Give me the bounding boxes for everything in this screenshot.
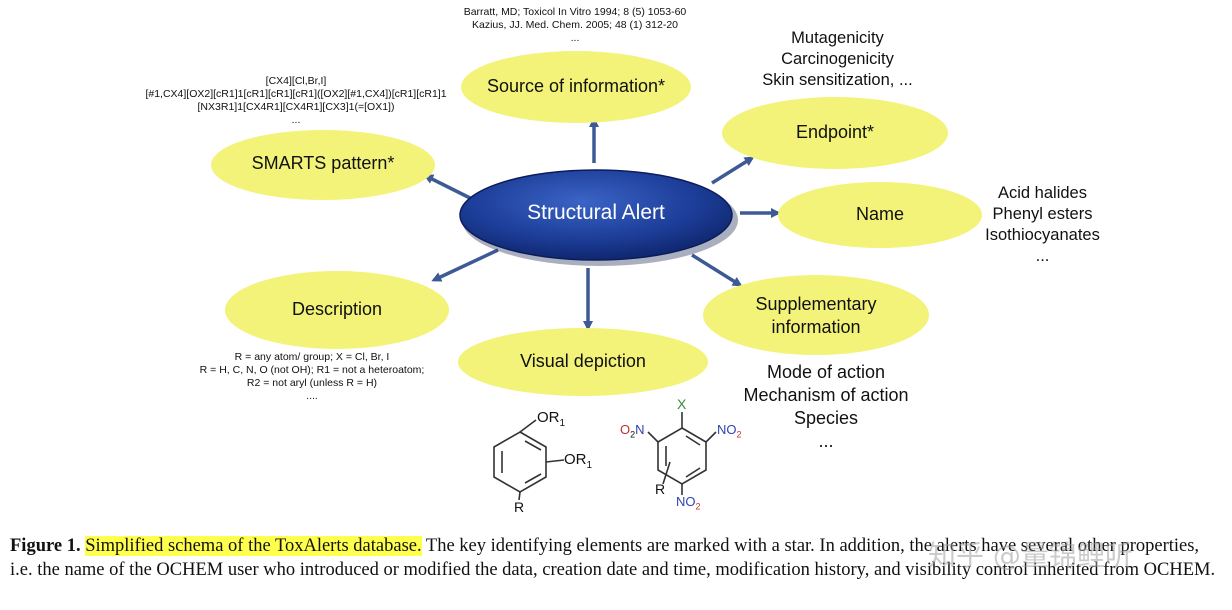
description-line: R2 = not aryl (unless R = H) [246,377,378,389]
right-mol-no2-left: O2N [620,422,645,440]
watermark: 知乎 @量锦鲤听 [928,539,1133,572]
diagram-svg [211,51,982,501]
supplementary-item: ... [818,431,834,451]
name-item: ... [1035,247,1050,265]
description-label: Description [291,299,383,319]
right-mol-no2-bottom: NO2 [676,494,701,512]
name-item: Acid halides [998,184,1087,202]
node-visual [458,328,708,396]
description-line: .... [306,390,318,402]
supplementary-text: Supplementary information [755,294,877,337]
left-molecule [493,419,565,501]
node-name [778,182,982,248]
supplementary-item: Species [793,408,859,428]
left-mol-r: R [514,499,525,515]
center-node [459,169,733,261]
source-refs: Barratt, MD; Toxicol In Vitro 1994; 8 (5… [420,6,730,45]
description-line: R = any atom/ group; X = Cl, Br, I [234,351,390,363]
supplementary-item: Mechanism of action [743,385,909,405]
endpoint-item: Carcinogenicity [781,50,894,68]
description-lines: R = any atom/ group; X = Cl, Br, I R = H… [170,351,454,403]
caption-highlight: Simplified schema of the ToxAlerts datab… [85,536,422,556]
source-ref: ... [570,32,580,44]
node-endpoint [722,97,948,169]
right-mol-no2-right: NO2 [717,422,742,440]
right-molecule [647,412,717,495]
endpoint-list: Mutagenicity Carcinogenicity Skin sensit… [740,28,935,91]
endpoint-item: Mutagenicity [791,29,884,47]
endpoint-item: Skin sensitization, ... [762,71,913,89]
arrow-to-supplementary [691,253,743,287]
node-supplementary [703,275,929,355]
left-mol-or-top: OR1 [537,409,566,429]
visual-label: Visual depiction [520,351,646,371]
name-item: Isothiocyanates [985,226,1100,244]
node-description [225,271,449,349]
name-list: Acid halides Phenyl esters Isothiocyanat… [970,183,1115,267]
smarts-line: [CX4][Cl,Br,I] [265,75,327,87]
right-mol-r: R [655,481,666,497]
source-ref: Kazius, JJ. Med. Chem. 2005; 48 (1) 312-… [471,19,679,31]
name-label: Name [855,204,904,224]
name-item: Phenyl esters [992,205,1093,223]
node-smarts [211,130,435,200]
center-label: Structural Alert [527,201,665,224]
arrow-to-endpoint [711,156,755,185]
smarts-line: [#1,CX4][OX2][cR1]1[cR1][cR1][cR1]([OX2]… [145,88,447,100]
smarts-line: ... [291,114,301,126]
right-mol-x: X [677,396,687,412]
schema-diagram [211,51,982,501]
caption-label: Figure 1. [10,536,81,556]
smarts-lines: [CX4][Cl,Br,I] [#1,CX4][OX2][cR1]1[cR1][… [118,75,474,127]
smarts-line: [NX3R1]1[CX4R1][CX4R1][CX3]1(=[OX1]) [197,101,395,113]
endpoint-label: Endpoint* [795,122,875,142]
node-source [461,51,691,123]
supplementary-label: Supplementary information [736,293,896,339]
supplementary-item: Mode of action [766,362,886,382]
supplementary-list: Mode of action Mechanism of action Speci… [726,361,926,453]
arrow-to-description [431,248,499,282]
source-label: Source of information* [486,76,666,96]
smarts-label: SMARTS pattern* [251,153,395,173]
figure-caption: Figure 1. Simplified schema of the ToxAl… [10,534,1225,582]
caption-text: The key identifying elements are marked … [10,536,1216,580]
description-line: R = H, C, N, O (not OH); R1 = not a hete… [199,364,425,376]
left-mol-or-right: OR1 [564,451,593,471]
arrow-to-smarts [423,174,475,202]
source-ref: Barratt, MD; Toxicol In Vitro 1994; 8 (5… [463,6,687,18]
